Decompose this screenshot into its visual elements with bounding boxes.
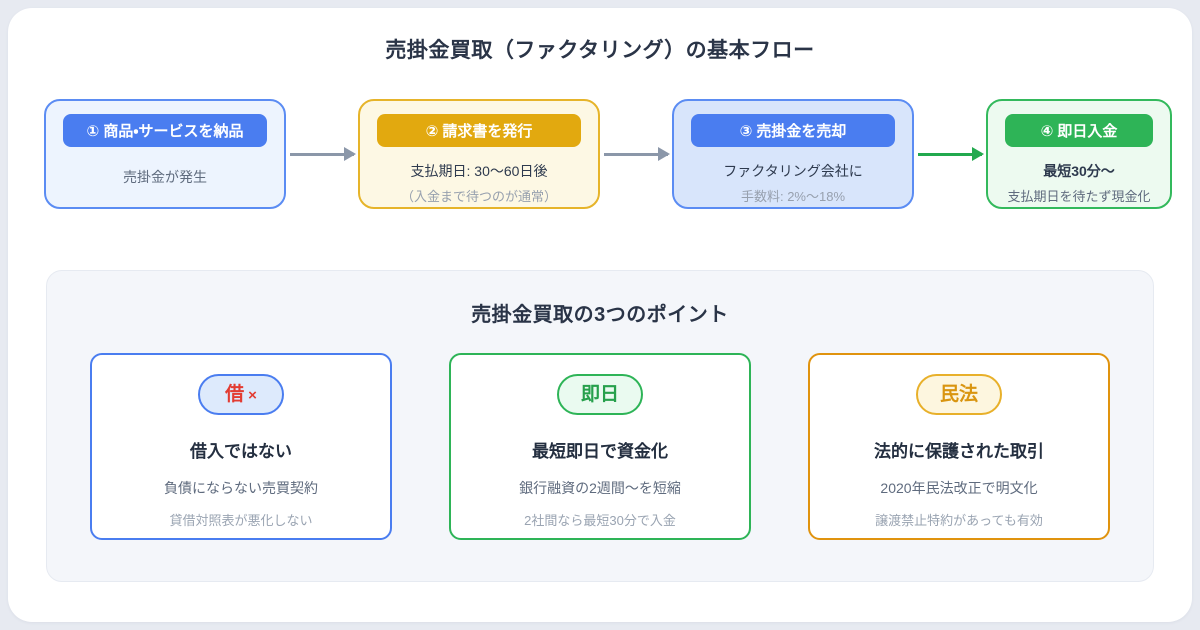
flow-step-payout: ④ 即日入金 最短30分〜 支払期日を待たず現金化 [986,99,1172,209]
step-note: （入金まで待つのが通常） [400,189,557,204]
points-title: 売掛金買取の3つのポイント [471,304,729,326]
point-note: 2社間なら最短30分で入金 [524,513,676,528]
step-badge: ① 商品・サービスを納品 [63,114,267,147]
point-card-civil-law: 民法 法的に保護された取引 2020年民法改正で明文化 譲渡禁止特約があっても有… [808,353,1110,540]
main-card: 売掛金買取（ファクタリング）の基本フロー ① 商品・サービスを納品 売掛金が発生… [8,8,1192,622]
flow-step-sell: ③ 売掛金を売却 ファクタリング会社に 手数料: 2%〜18% [672,99,914,209]
flow-arrow [604,152,668,156]
step-note: 支払期日を待たず現金化 [1007,189,1151,204]
step-note: 手数料: 2%〜18% [740,189,846,204]
point-detail: 負債にならない売買契約 [164,480,318,496]
point-note: 譲渡禁止特約があっても有効 [875,513,1043,528]
step-detail: 最短30分〜 [1043,163,1115,179]
flow-diagram: ① 商品・サービスを納品 売掛金が発生 ② 請求書を発行 支払期日: 30〜60… [8,99,1192,209]
point-detail: 2020年民法改正で明文化 [880,480,1038,496]
point-badge-text: 借 [225,384,245,405]
point-badge: 即日 [557,374,643,415]
step-detail: ファクタリング会社に [723,163,863,179]
point-card-same-day: 即日 最短即日で資金化 銀行融資の2週間〜を短縮 2社間なら最短30分で入金 [449,353,751,540]
page-title: 売掛金買取（ファクタリング）の基本フロー [385,39,815,62]
points-cards-row: 借× 借入ではない 負債にならない売買契約 貸借対照表が悪化しない 即日 最短即… [47,353,1153,540]
step-badge: ③ 売掛金を売却 [691,114,895,147]
point-badge: 民法 [916,374,1002,415]
flow-arrow-final [918,152,982,156]
flow-step-deliver: ① 商品・サービスを納品 売掛金が発生 [44,99,286,209]
flow-arrow [290,152,354,156]
step-detail: 支払期日: 30〜60日後 [410,163,548,179]
cross-mark-icon: × [248,387,257,404]
point-badge: 借× [198,374,284,415]
step-badge: ② 請求書を発行 [377,114,581,147]
flow-step-invoice: ② 請求書を発行 支払期日: 30〜60日後 （入金まで待つのが通常） [358,99,600,209]
point-title: 法的に保護された取引 [874,442,1044,461]
point-badge-text: 民法 [939,384,978,405]
step-badge: ④ 即日入金 [1005,114,1153,147]
point-detail: 銀行融資の2週間〜を短縮 [519,480,681,496]
points-panel: 売掛金買取の3つのポイント 借× 借入ではない 負債にならない売買契約 貸借対照… [46,270,1154,582]
point-title: 最短即日で資金化 [532,442,668,461]
point-card-not-loan: 借× 借入ではない 負債にならない売買契約 貸借対照表が悪化しない [90,353,392,540]
point-note: 貸借対照表が悪化しない [169,513,313,528]
point-badge-text: 即日 [580,384,619,405]
step-detail: 売掛金が発生 [123,169,207,185]
point-title: 借入ではない [190,442,292,461]
